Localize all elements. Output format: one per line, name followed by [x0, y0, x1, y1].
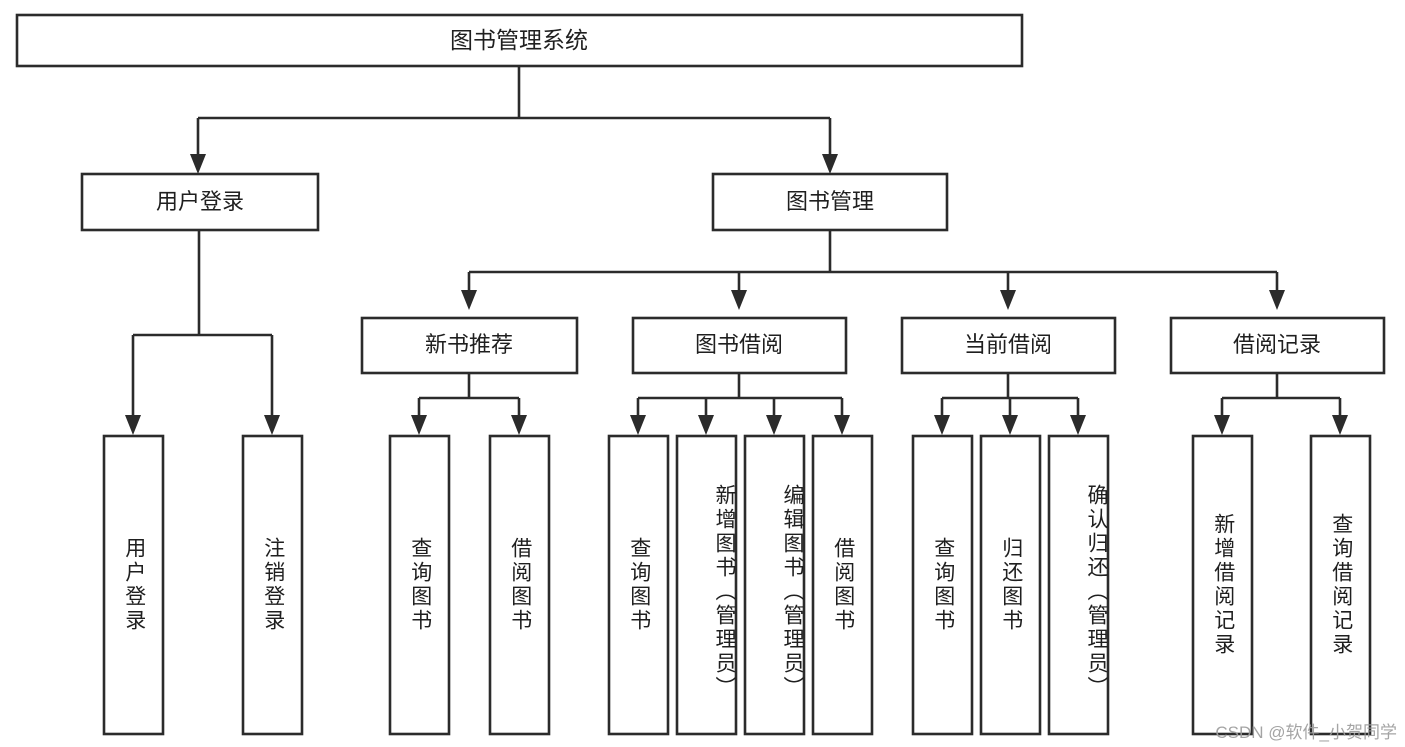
- arrow-icon: [125, 415, 141, 435]
- arrow-icon: [1269, 290, 1285, 310]
- connector-root-to-level2: [190, 66, 838, 174]
- arrow-icon: [630, 415, 646, 435]
- connector-borrowrecord-to-leaves: [1214, 373, 1348, 435]
- node-book-borrow[interactable]: 图书借阅: [631, 316, 848, 375]
- node-book-borrow-label: 图书借阅: [695, 332, 783, 357]
- arrow-icon: [1070, 415, 1086, 435]
- node-new-book-rec-label: 新书推荐: [425, 332, 513, 357]
- node-borrow-record-label: 借阅记录: [1233, 332, 1321, 357]
- connector-currentborrow-to-leaves: [934, 373, 1086, 435]
- node-root-label: 图书管理系统: [450, 27, 588, 53]
- node-current-borrow-label: 当前借阅: [964, 332, 1052, 357]
- arrow-icon: [190, 154, 206, 174]
- arrow-icon: [511, 415, 527, 435]
- arrow-icon: [1000, 290, 1016, 310]
- leaf-box-add-record[interactable]: [1191, 434, 1254, 736]
- leaf-boxes: [102, 434, 1372, 736]
- arrow-icon: [934, 415, 950, 435]
- leaf-box-query-book-2[interactable]: [607, 434, 670, 736]
- leaf-box-borrow-book-2[interactable]: [811, 434, 874, 736]
- node-root[interactable]: 图书管理系统: [15, 13, 1024, 68]
- leaf-box-borrow-book-1[interactable]: [488, 434, 551, 736]
- node-borrow-record[interactable]: 借阅记录: [1169, 316, 1386, 375]
- arrow-icon: [1332, 415, 1348, 435]
- leaf-box-query-book-3[interactable]: [911, 434, 974, 736]
- leaf-box-logout-login[interactable]: [241, 434, 304, 736]
- arrow-icon: [822, 154, 838, 174]
- leaf-box-edit-book[interactable]: [743, 434, 806, 736]
- node-user-login-label: 用户登录: [156, 189, 244, 214]
- arrow-icon: [411, 415, 427, 435]
- connector-userlogin-to-leaves: [125, 230, 280, 435]
- arrow-icon: [834, 415, 850, 435]
- leaf-box-query-record[interactable]: [1309, 434, 1372, 736]
- leaf-box-user-login[interactable]: [102, 434, 165, 736]
- arrow-icon: [1214, 415, 1230, 435]
- node-new-book-rec[interactable]: 新书推荐: [360, 316, 579, 375]
- csdn-watermark: CSDN @软件_小贺同学: [1215, 723, 1397, 742]
- leaf-box-return-book[interactable]: [979, 434, 1042, 736]
- arrow-icon: [731, 290, 747, 310]
- node-book-manage[interactable]: 图书管理: [711, 172, 949, 232]
- node-current-borrow[interactable]: 当前借阅: [900, 316, 1117, 375]
- arrow-icon: [698, 415, 714, 435]
- leaf-box-confirm-return[interactable]: [1047, 434, 1110, 736]
- leaf-box-query-book-1[interactable]: [388, 434, 451, 736]
- arrow-icon: [1002, 415, 1018, 435]
- arrow-icon: [461, 290, 477, 310]
- connector-bookborrow-to-leaves: [630, 373, 850, 435]
- connector-newbook-to-leaves: [411, 373, 527, 435]
- arrow-icon: [264, 415, 280, 435]
- arrow-icon: [766, 415, 782, 435]
- node-book-manage-label: 图书管理: [786, 189, 874, 214]
- connector-bookmanage-to-level3: [461, 230, 1285, 310]
- node-user-login[interactable]: 用户登录: [80, 172, 320, 232]
- leaf-box-add-book[interactable]: [675, 434, 738, 736]
